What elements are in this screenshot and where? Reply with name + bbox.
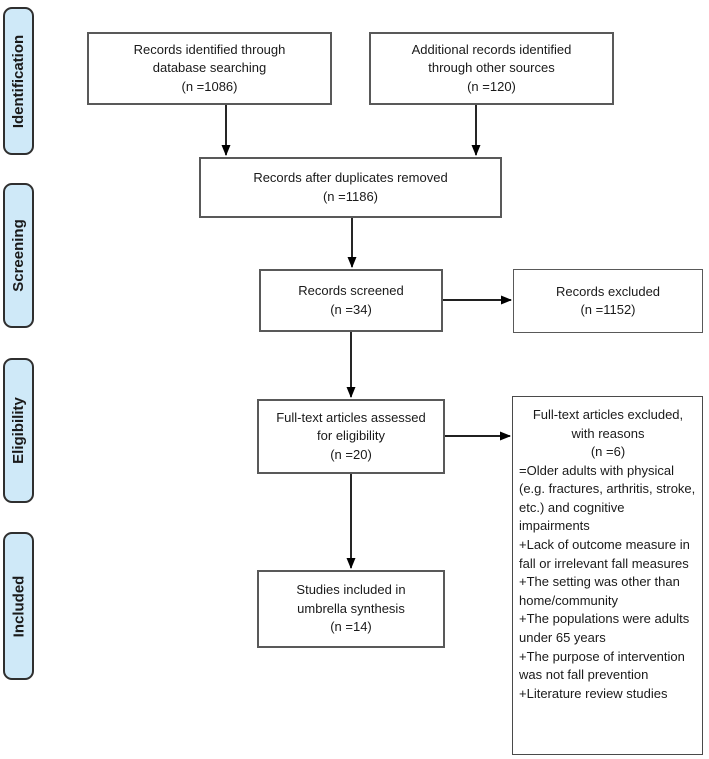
- box-records-database-searching-text: Records identified through database sear…: [133, 41, 286, 94]
- box-records-screened: Records screened (n =34): [259, 269, 443, 332]
- phase-included: Included: [3, 532, 34, 680]
- exclusion-reason: +Literature review studies: [519, 685, 668, 701]
- box-duplicates-removed: Records after duplicates removed (n =118…: [199, 157, 502, 218]
- box-additional-records: Additional records identified through ot…: [369, 32, 614, 105]
- box-studies-included: Studies included in umbrella synthesis (…: [257, 570, 445, 648]
- exclusion-reason: +The populations were adults under 65 ye…: [519, 611, 690, 645]
- phase-eligibility: Eligibility: [3, 358, 34, 503]
- phase-screening: Screening: [3, 183, 34, 328]
- exclusion-reason: +The setting was other than home/communi…: [519, 574, 680, 608]
- phase-identification: Identification: [3, 7, 34, 155]
- box-additional-records-text: Additional records identified through ot…: [411, 41, 572, 94]
- box-records-database-searching: Records identified through database sear…: [87, 32, 332, 105]
- exclusion-reason: +The purpose of intervention was not fal…: [519, 648, 685, 683]
- exclusion-reason: =Older adults with physical (e.g. fractu…: [519, 462, 696, 534]
- box-fulltext-assessed-text: Full-text articles assessed for eligibil…: [276, 409, 426, 462]
- box-records-excluded-text: Records excluded (n =1152): [555, 283, 661, 317]
- box-fulltext-excluded: Full-text articles excluded, with reason…: [512, 396, 703, 755]
- box-duplicates-removed-text: Records after duplicates removed (n =118…: [253, 170, 448, 204]
- box-records-screened-text: Records screened (n =34): [298, 283, 404, 317]
- box-fulltext-assessed: Full-text articles assessed for eligibil…: [257, 399, 445, 474]
- phase-identification-label: Identification: [10, 34, 27, 128]
- box-studies-included-text: Studies included in umbrella synthesis (…: [296, 582, 406, 635]
- phase-screening-label: Screening: [10, 219, 27, 292]
- phase-eligibility-label: Eligibility: [10, 397, 27, 464]
- exclusion-reason: +Lack of outcome measure in fall or irre…: [519, 537, 690, 571]
- box-records-excluded: Records excluded (n =1152): [513, 269, 703, 333]
- box-fulltext-excluded-header: Full-text articles excluded, with reason…: [532, 407, 684, 460]
- phase-included-label: Included: [10, 575, 28, 637]
